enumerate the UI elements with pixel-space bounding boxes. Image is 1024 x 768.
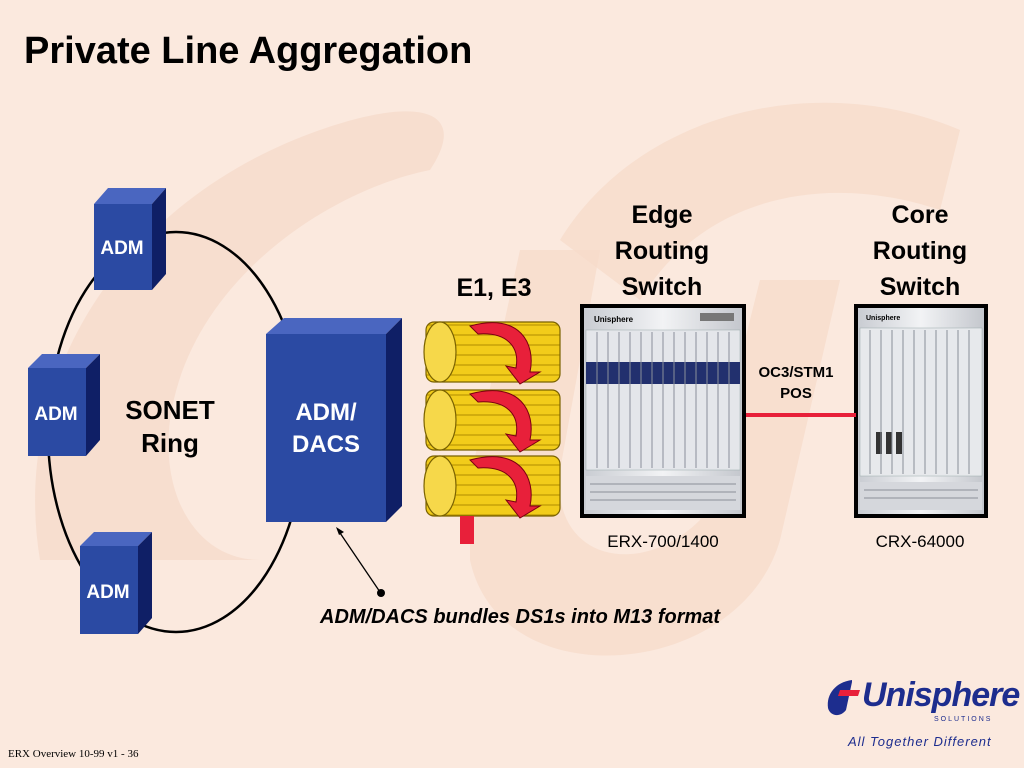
adm-node-middle: ADM (28, 354, 100, 456)
sonet-ring-label-line1: SONET (125, 395, 215, 425)
edge-chassis-slots (590, 332, 736, 501)
core-switch-heading-line2: Routing (873, 237, 967, 265)
fiber-bundle-1 (423, 321, 561, 385)
core-switch-chassis: Unisphere (854, 304, 988, 518)
unisphere-logo: Unisphere SOLUTIONS All Together Differe… (822, 672, 1020, 754)
fiber-bundle-tail (460, 516, 474, 544)
edge-chassis-brand: Unisphere (594, 315, 634, 324)
adm-node-bottom: ADM (80, 532, 152, 634)
core-switch-heading-line1: Core (892, 201, 949, 229)
adm-dacs-label-line2: DACS (292, 431, 360, 458)
slide-title: Private Line Aggregation (24, 30, 473, 72)
slide-footer: ERX Overview 10-99 v1 - 36 (8, 748, 139, 760)
logo-tagline: All Together Different (848, 734, 992, 749)
adm-top-label: ADM (100, 238, 143, 259)
logo-name: Unisphere (862, 676, 1020, 714)
adm-node-top: ADM (94, 188, 166, 290)
link-label-line1: OC3/STM1 (758, 364, 833, 381)
core-switch-model: CRX-64000 (876, 532, 965, 551)
core-chassis-brand: Unisphere (866, 315, 900, 322)
adm-dacs-node: ADM/ DACS (266, 318, 402, 522)
diagram-caption: ADM/DACS bundles DS1s into M13 format (320, 606, 721, 628)
adm-bottom-label: ADM (86, 582, 129, 603)
edge-switch-model: ERX-700/1400 (607, 532, 719, 551)
fiber-bundle-3 (423, 455, 561, 519)
link-label-line2: POS (780, 385, 812, 402)
logo-sub: SOLUTIONS (934, 716, 993, 723)
unisphere-mark-icon (827, 680, 860, 716)
caption-pointer (336, 527, 385, 597)
core-chassis-slots (864, 330, 978, 499)
adm-middle-label: ADM (34, 404, 77, 425)
adm-dacs-label-line1: ADM/ (295, 399, 357, 426)
core-switch-heading-line3: Switch (880, 273, 961, 301)
e1-e3-label: E1, E3 (456, 274, 531, 302)
edge-switch-heading-line3: Switch (622, 273, 703, 301)
edge-switch-heading-line1: Edge (631, 201, 692, 229)
sonet-ring-label-line2: Ring (141, 428, 199, 458)
fiber-bundle-2 (423, 389, 561, 453)
edge-switch-heading-line2: Routing (615, 237, 709, 265)
